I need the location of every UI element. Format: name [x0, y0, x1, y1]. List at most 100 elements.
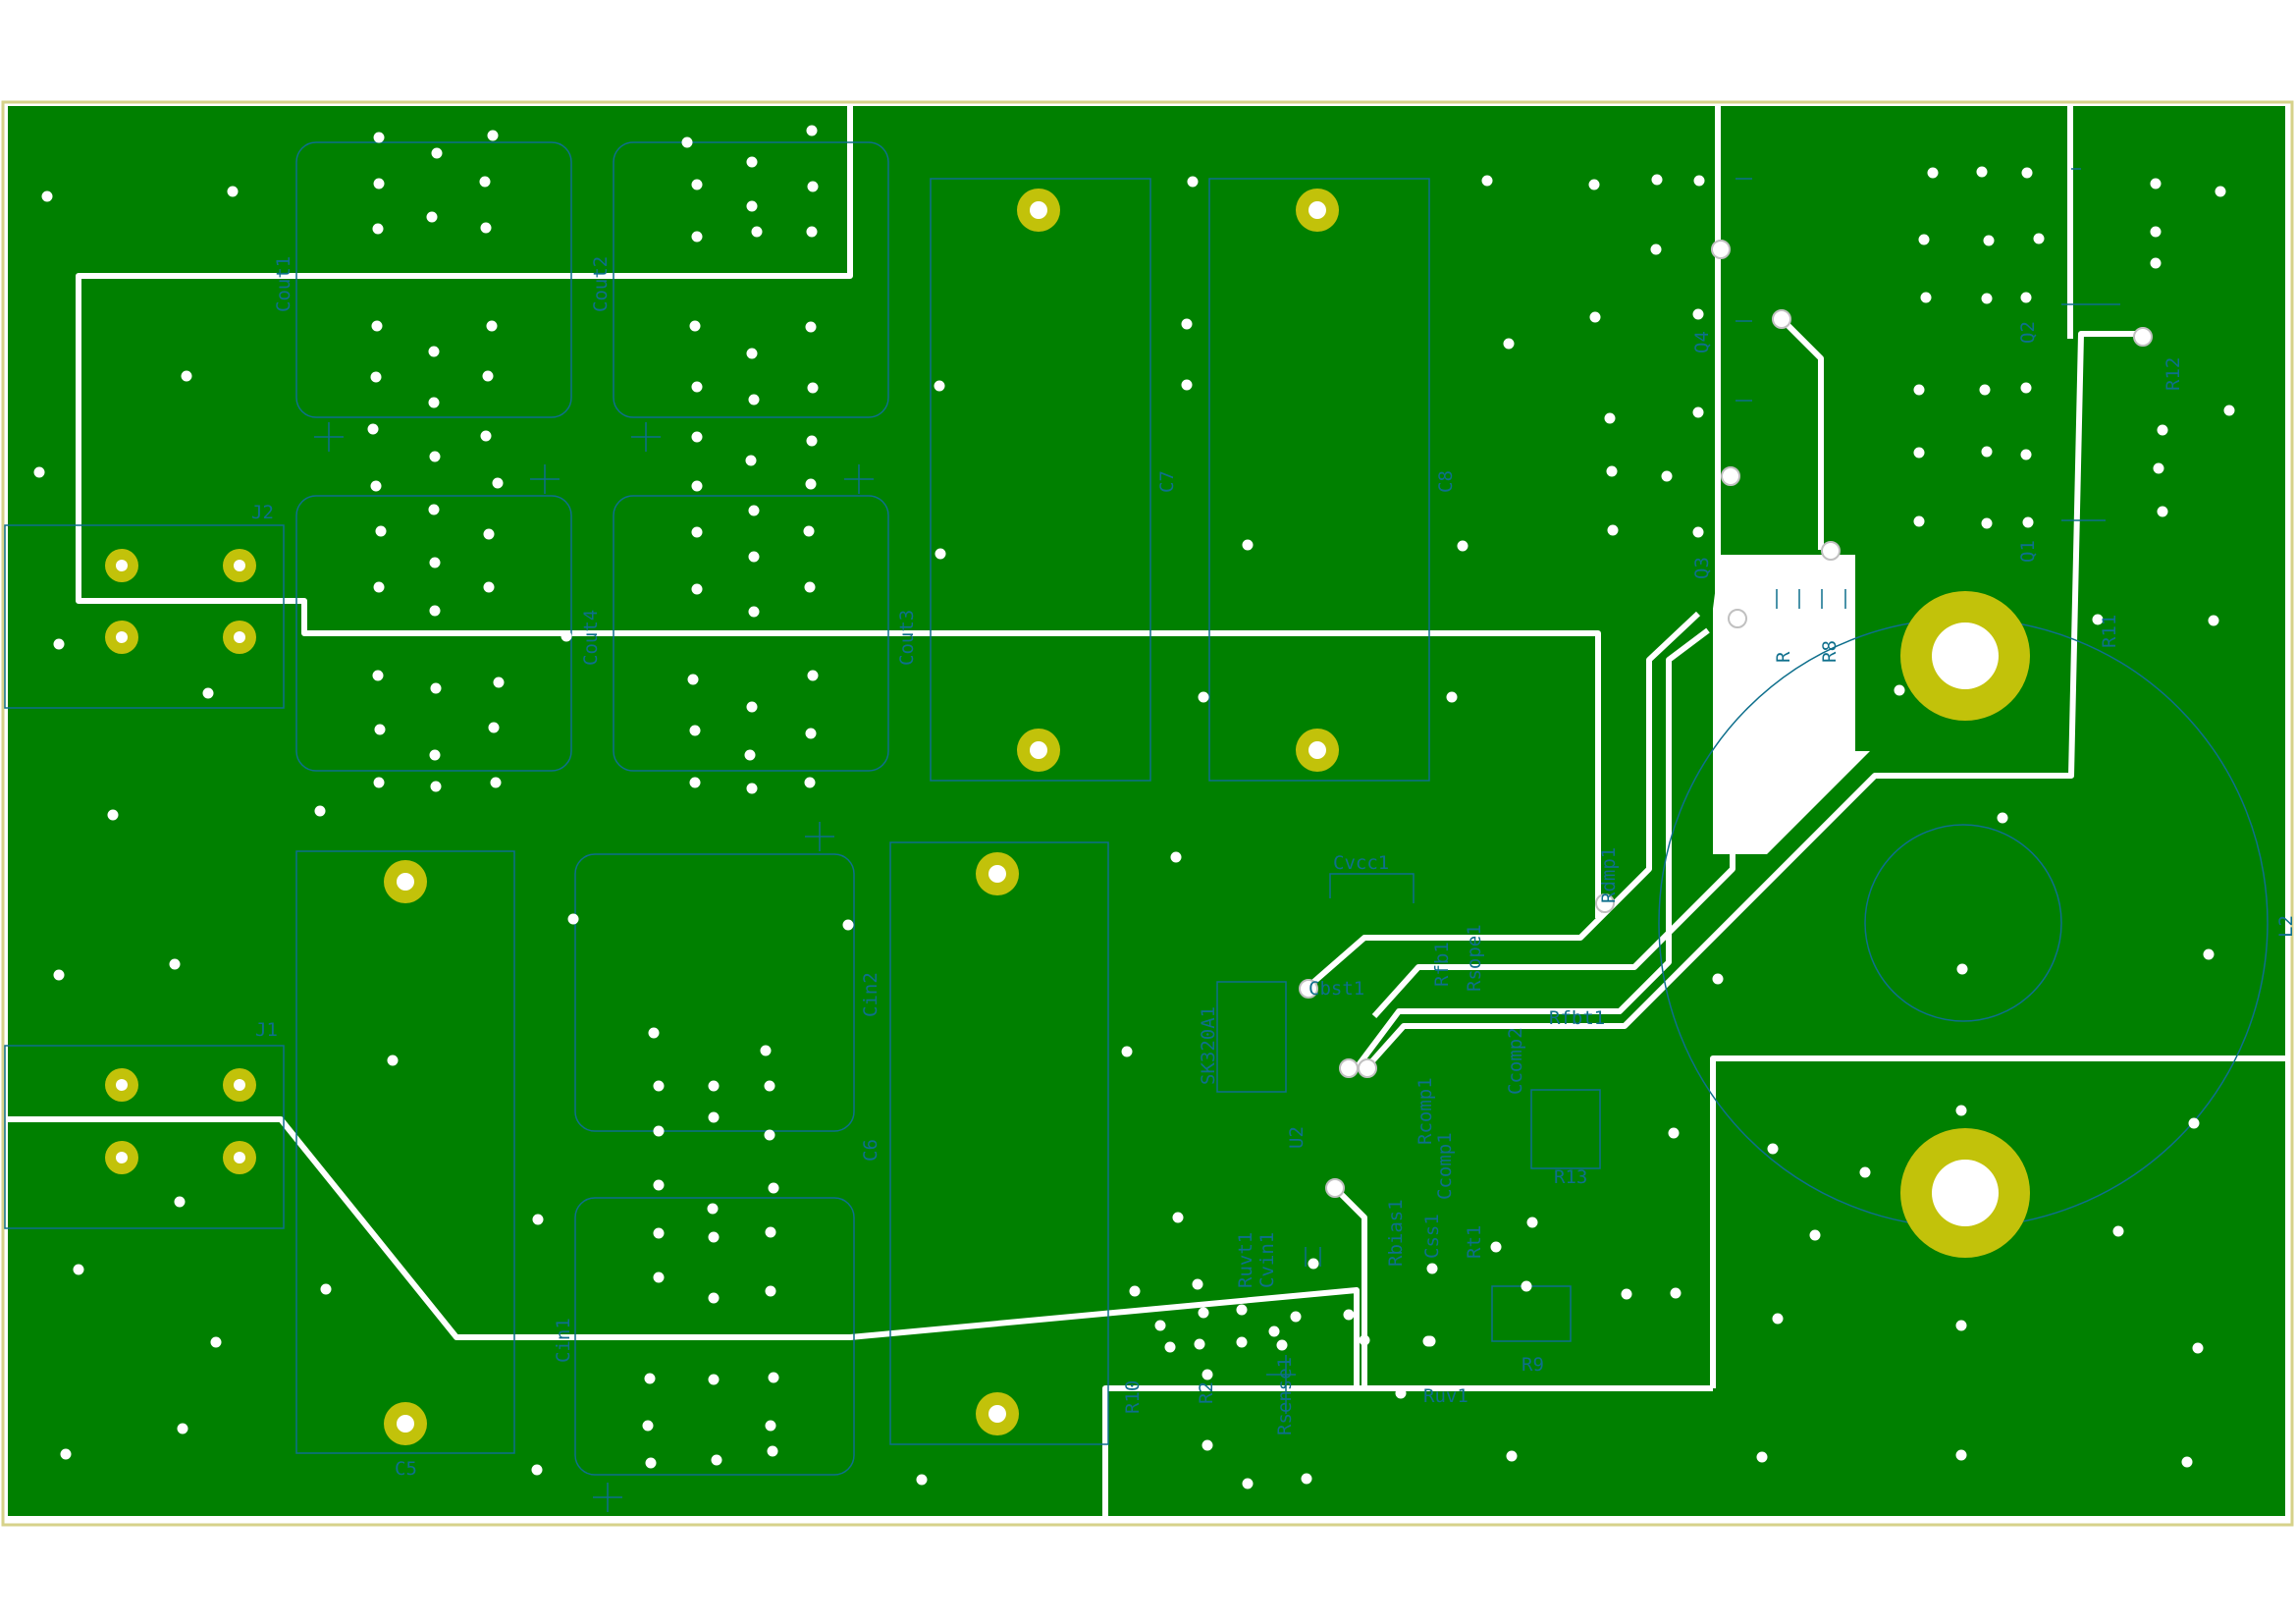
vias: [33, 125, 2235, 1489]
via: [2192, 1342, 2204, 1354]
via: [227, 186, 239, 197]
via: [1955, 1449, 1967, 1461]
via: [1693, 175, 1705, 187]
label-r9: R9: [1522, 1354, 1544, 1376]
via: [2021, 167, 2033, 179]
via: [645, 1457, 657, 1469]
via: [1894, 684, 1905, 696]
via: [2022, 516, 2034, 528]
via: [934, 548, 946, 560]
via: [174, 1196, 186, 1208]
via: [483, 528, 495, 540]
via: [1756, 1451, 1768, 1463]
via: [1154, 1320, 1166, 1331]
via: [532, 1214, 544, 1225]
via: [1918, 234, 1930, 245]
via: [493, 676, 505, 688]
label-rdamp1: Rdmp1: [1598, 847, 1620, 903]
label-sk320a1: SK320A1: [1198, 1006, 1219, 1085]
via-ring: [1595, 893, 1615, 913]
label-j1: J1: [255, 1019, 278, 1041]
via: [2208, 615, 2219, 626]
label-r12: R12: [2163, 357, 2184, 391]
via: [486, 320, 498, 332]
via: [916, 1474, 928, 1486]
via: [691, 583, 703, 595]
via: [53, 969, 65, 981]
via: [107, 809, 119, 821]
via: [2020, 292, 2032, 303]
via: [1236, 1304, 1248, 1316]
via: [561, 630, 572, 642]
via: [1194, 1338, 1205, 1350]
label-rt1: Rt1: [1464, 1225, 1485, 1259]
via: [746, 156, 758, 168]
label-cvcc1: Cvcc1: [1333, 852, 1389, 874]
via: [1589, 311, 1601, 323]
via: [648, 1027, 660, 1039]
via: [429, 451, 441, 462]
via: [1607, 524, 1619, 536]
via: [1506, 1450, 1518, 1462]
via: [807, 181, 819, 192]
via: [711, 1454, 722, 1466]
via: [2033, 233, 2045, 244]
via-ring: [1339, 1058, 1359, 1078]
via: [746, 200, 758, 212]
label-cout3: Cout3: [896, 610, 918, 666]
via: [2150, 226, 2162, 238]
via: [73, 1264, 84, 1275]
via: [1767, 1143, 1779, 1155]
label-ccomp1: Ccomp1: [1434, 1132, 1456, 1200]
via: [1521, 1280, 1532, 1292]
via: [428, 346, 440, 357]
via: [934, 380, 945, 392]
label-cout1: Cout1: [273, 256, 294, 312]
via: [1242, 1478, 1254, 1489]
label-rsope1: Rsope1: [1464, 924, 1485, 992]
via: [764, 1080, 775, 1092]
via: [1301, 1473, 1312, 1485]
label-r2: R2: [1196, 1381, 1217, 1404]
via: [429, 557, 441, 568]
via: [430, 781, 442, 792]
via: [765, 1420, 776, 1432]
via: [805, 478, 817, 490]
via: [748, 606, 760, 618]
via: [768, 1182, 779, 1194]
via: [767, 1445, 778, 1457]
label-rbias1: Rbias1: [1385, 1199, 1407, 1267]
via: [1359, 1334, 1370, 1346]
via: [2223, 405, 2235, 416]
via: [687, 674, 699, 685]
via: [1692, 406, 1704, 418]
via: [202, 687, 214, 699]
via: [373, 777, 385, 788]
label-q1: Q1: [2017, 540, 2039, 563]
via: [644, 1373, 656, 1384]
via: [765, 1226, 776, 1238]
label-r-small: R: [1773, 651, 1794, 663]
via: [1164, 1341, 1176, 1353]
via: [210, 1336, 222, 1348]
label-rfb1: Rfb1: [1431, 942, 1453, 987]
via: [2157, 506, 2168, 517]
via: [2157, 424, 2168, 436]
label-ccomp2: Ccomp2: [1505, 1027, 1526, 1095]
label-css1: Css1: [1421, 1214, 1443, 1259]
via: [429, 605, 441, 617]
label-c7: C7: [1156, 470, 1178, 493]
via: [1268, 1325, 1280, 1337]
label-r13: R13: [1554, 1166, 1587, 1188]
via-ring: [1325, 1178, 1345, 1198]
label-q2: Q2: [2017, 321, 2039, 344]
via: [805, 728, 817, 739]
via: [426, 211, 438, 223]
via: [1956, 963, 1968, 975]
via: [1490, 1241, 1502, 1253]
via: [744, 749, 756, 761]
via: [1526, 1217, 1538, 1228]
board-edge: [1, 100, 2294, 1527]
label-u2: U2: [1286, 1126, 1308, 1149]
via: [1927, 167, 1939, 179]
